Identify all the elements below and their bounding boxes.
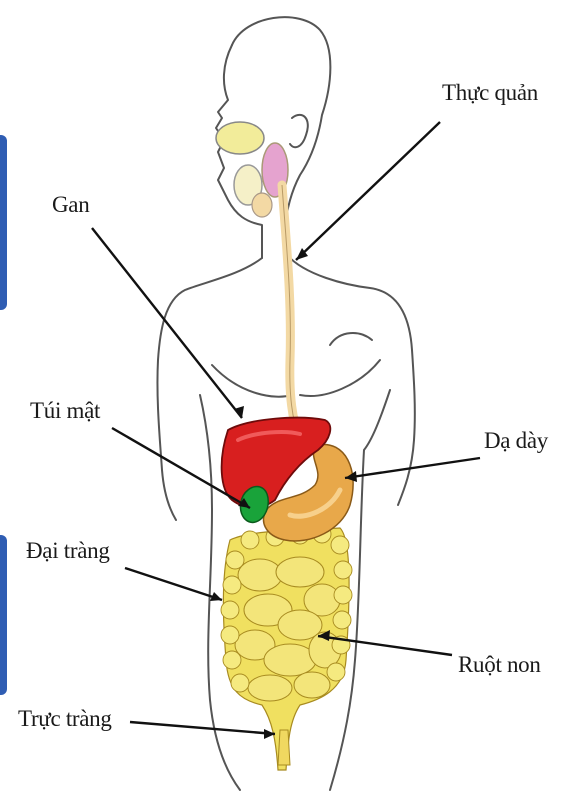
label-small-intestine: Ruột non: [458, 652, 541, 678]
label-esophagus: Thực quản: [442, 80, 538, 106]
pointer-large-intestine: [125, 568, 222, 600]
label-gallbladder: Túi mật: [30, 398, 100, 424]
label-liver: Gan: [52, 192, 89, 218]
pointer-stomach: [345, 458, 480, 478]
throat: [252, 193, 272, 217]
pointer-liver: [92, 228, 242, 418]
label-stomach: Dạ dày: [484, 428, 548, 454]
label-rectum: Trực tràng: [18, 706, 112, 732]
arrowhead-liver: [234, 406, 244, 418]
rectum: [278, 730, 290, 765]
pointer-rectum: [130, 722, 275, 734]
pointer-esophagus: [296, 122, 440, 260]
label-large-intestine: Đại tràng: [26, 538, 110, 564]
salivary-gland-upper: [216, 122, 264, 154]
